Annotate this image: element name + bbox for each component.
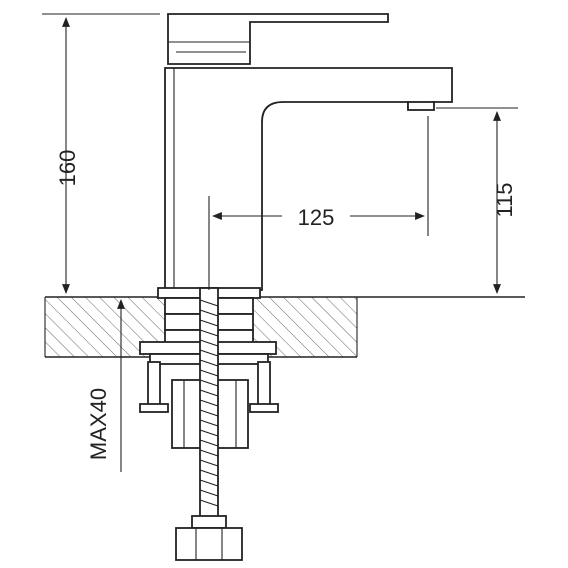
dim-label-115: 115 [492, 182, 517, 217]
dim-label-160: 160 [55, 150, 80, 187]
faucet-body [164, 13, 453, 291]
countertop [44, 296, 525, 358]
dim-label-125: 125 [298, 205, 335, 230]
dim-spout-reach: 125 [208, 116, 429, 290]
hose-nut [175, 527, 243, 561]
dim-height-total: 160 [42, 13, 160, 294]
dim-max-deck: MAX40 [86, 299, 130, 472]
lever-handle [167, 13, 389, 65]
dim-spout-height: 115 [436, 107, 518, 294]
mounting-assembly [139, 287, 279, 561]
aerator [407, 101, 435, 111]
dim-label-max40: MAX40 [86, 388, 111, 460]
